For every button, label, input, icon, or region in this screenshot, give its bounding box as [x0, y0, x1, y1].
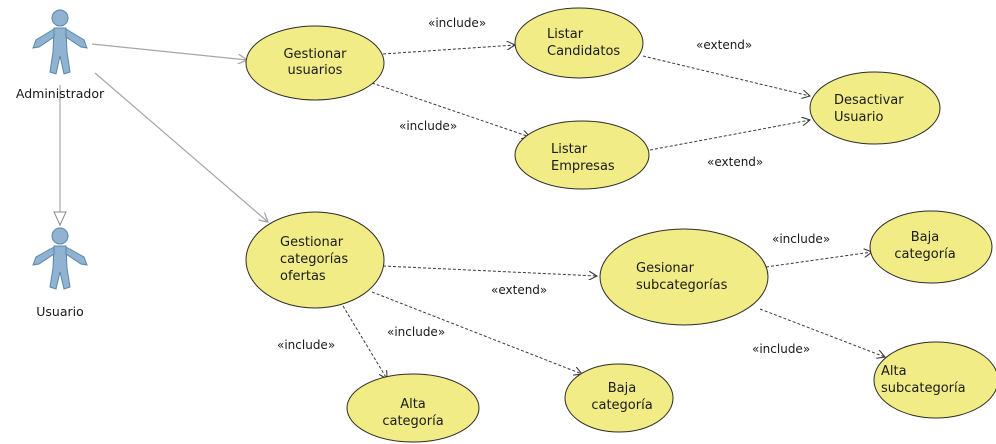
dep-candidatos-desactivar	[642, 55, 810, 96]
use-case-listar-empresas[interactable]: Listar Empresas	[514, 120, 650, 190]
dep-gu-candidatos	[382, 45, 515, 55]
uc-label-line: Desactivar	[834, 93, 904, 108]
dep-gc-gesionar-sub	[382, 265, 597, 276]
dep-gc-baja-bottom	[371, 291, 582, 374]
use-case-gestionar-categorias-ofertas[interactable]: Gestionar categorías ofertas	[245, 211, 385, 309]
use-case-alta-subcategoria[interactable]: Alta subcategoría	[873, 341, 996, 419]
uc-label-line: categoría	[591, 398, 652, 413]
use-case-gesionar-subcategorias[interactable]: Gesionar subcategorías	[599, 228, 769, 326]
stereo-include-baja-bottom: «include»	[387, 325, 445, 339]
uc-label-line: Baja	[911, 230, 939, 245]
uc-label-line: Listar	[547, 27, 584, 42]
dep-empresas-desactivar	[649, 120, 810, 151]
uc-label-line: Empresas	[551, 159, 615, 174]
stick-figure-icon	[32, 227, 88, 290]
uc-label-line: usuarios	[288, 63, 343, 78]
uc-label-line: Listar	[551, 142, 588, 157]
use-case-desactivar-usuario[interactable]: Desactivar Usuario	[809, 71, 941, 145]
uc-label-line: Candidatos	[547, 44, 620, 59]
uc-label-line: categoría	[382, 414, 443, 429]
stereo-include-alta-categoria: «include»	[277, 338, 335, 352]
dep-gesionar-baja-right	[765, 252, 872, 268]
dep-gu-empresas	[371, 82, 530, 137]
uc-label-line: Gestionar	[280, 235, 344, 250]
assoc-admin-gestionar-usuarios	[91, 43, 247, 60]
uc-label-line: categoría	[894, 247, 955, 262]
uc-label-line: subcategoría	[881, 381, 966, 396]
stereo-extend-empresas: «extend»	[707, 155, 763, 169]
use-case-baja-categoria-right[interactable]: Baja categoría	[869, 210, 993, 284]
uc-label-line: Baja	[608, 381, 636, 396]
stick-figure-icon	[32, 9, 88, 75]
use-case-baja-categoria-bottom[interactable]: Baja categoría	[564, 363, 674, 433]
dep-gesionar-alta-sub	[759, 308, 885, 357]
actor-name: Administrador	[16, 86, 105, 101]
uc-label-line: categorías	[280, 252, 348, 267]
actor-name: Usuario	[36, 304, 84, 319]
stereo-include-empresas: «include»	[399, 119, 457, 133]
uc-label-line: Usuario	[834, 110, 883, 125]
use-case-listar-candidatos[interactable]: Listar Candidatos	[514, 7, 644, 79]
generalization-arrowhead	[53, 211, 67, 227]
use-case-alta-categoria[interactable]: Alta categoría	[346, 373, 480, 443]
uc-label-line: Gestionar	[283, 47, 347, 62]
stereo-extend-categorias: «extend»	[491, 283, 547, 297]
actor-usuario[interactable]: Usuario	[32, 227, 88, 319]
stereo-include-candidatos: «include»	[428, 16, 486, 30]
uc-label-line: Gesionar	[636, 261, 695, 276]
uc-label-line: Alta	[881, 364, 907, 379]
dep-gc-alta-categoria	[342, 305, 387, 379]
stereo-include-baja-right: «include»	[772, 232, 830, 246]
uc-label-line: subcategorías	[636, 278, 728, 293]
stereo-extend-candidatos: «extend»	[696, 38, 752, 52]
assoc-admin-gestionar-categorias	[94, 72, 268, 222]
uc-label-line: Alta	[400, 397, 426, 412]
stereo-include-alta-sub: «include»	[752, 342, 810, 356]
actor-administrador[interactable]: Administrador	[16, 9, 105, 101]
use-case-gestionar-usuarios[interactable]: Gestionar usuarios	[245, 25, 385, 101]
uc-label-line: ofertas	[280, 269, 326, 284]
